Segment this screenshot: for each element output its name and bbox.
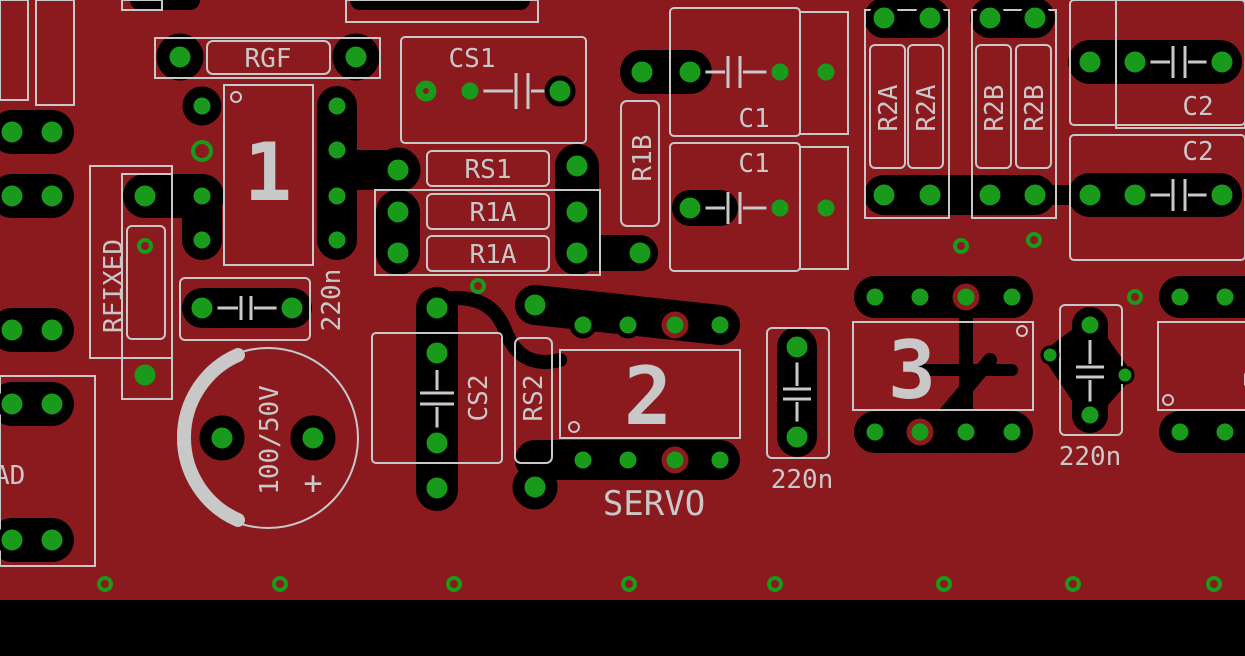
pads: [0, 2, 1239, 556]
label-rs2: RS2: [519, 375, 549, 422]
label-r1a-1: R1A: [470, 198, 517, 228]
label-c1-bottom: C1: [738, 149, 769, 179]
label-220n-left: 220n: [317, 269, 347, 332]
label-220n-mid: 220n: [771, 465, 834, 495]
label-rfixed: RFIXED: [99, 239, 129, 333]
label-c1-top: C1: [738, 104, 769, 134]
label-r2a-2: R2A: [912, 84, 942, 131]
label-r1a-2: R1A: [470, 240, 517, 270]
label-elco-plus: +: [303, 464, 322, 502]
label-ic1: 1: [244, 126, 292, 219]
label-cs1: CS1: [449, 44, 496, 74]
label-servo: SERVO: [603, 484, 705, 524]
label-r2b-1: R2B: [980, 85, 1010, 132]
pad-holes: [423, 88, 429, 94]
label-220n-right: 220n: [1059, 442, 1122, 472]
label-rs1: RS1: [465, 155, 512, 185]
label-r2b-2: R2B: [1020, 85, 1050, 132]
vias: [97, 140, 1222, 592]
label-c2-top: C2: [1182, 92, 1213, 122]
silkscreen-text: RGF CS1 C1 C1 R1B R2A R2A R2B R2B C2 C2 …: [0, 44, 1245, 524]
label-ad-fragment: AD: [0, 461, 25, 491]
label-ic2: 2: [624, 350, 672, 443]
label-ic3: 3: [888, 324, 936, 417]
label-c2-bottom: C2: [1182, 137, 1213, 167]
label-r2a-1: R2A: [874, 84, 904, 131]
silkscreen-layer: [0, 0, 1245, 567]
capacitor-symbols: [215, 46, 1222, 428]
label-r1b: R1B: [628, 135, 658, 182]
label-elco-value: 100/50V: [255, 385, 285, 495]
label-cs2: CS2: [464, 375, 494, 422]
label-ic4: 4: [1240, 324, 1245, 417]
unconnected-pads: [129, 58, 1135, 474]
label-rgf: RGF: [245, 44, 292, 74]
